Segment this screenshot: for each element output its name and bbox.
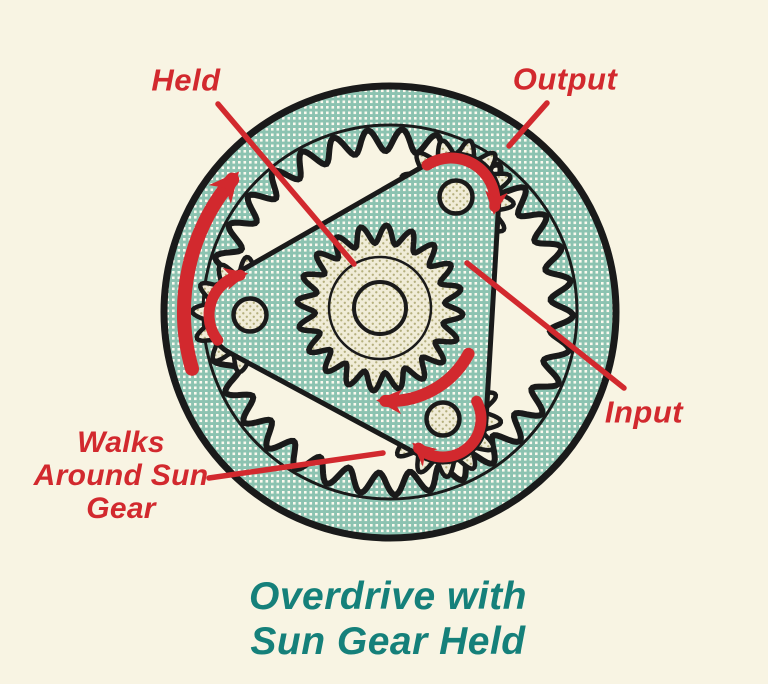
held-leader-line	[215, 101, 357, 267]
carrier-pin-hole	[231, 296, 269, 334]
caption-title-line2: Sun Gear Held	[250, 620, 526, 663]
label-walks-line1: Walks	[77, 426, 165, 459]
caption-title: Overdrive with Sun Gear Held	[249, 574, 527, 664]
walks-leader-line	[206, 450, 386, 481]
ring-rotation-arrow	[177, 171, 240, 376]
label-output: Output	[512, 61, 618, 97]
sun-gear-hub-hole	[352, 280, 408, 336]
top-planet-rotation-arrow	[421, 152, 508, 215]
bottom-planet-rotation-arrow	[412, 395, 487, 467]
caption-title-line1: Overdrive with	[249, 575, 527, 618]
carrier-pin-hole	[424, 400, 462, 438]
label-walks-line3: Gear	[86, 492, 156, 525]
label-held: Held	[151, 62, 221, 98]
left-planet-rotation-arrow	[203, 267, 249, 346]
input-leader-line	[464, 260, 627, 391]
sun-gear-inner-circle	[327, 255, 433, 361]
carrier-rotation-arrow	[376, 347, 475, 415]
label-walks-line2: Around Sun	[33, 459, 209, 492]
output-leader-line	[506, 100, 550, 149]
carrier-pin-hole	[437, 178, 475, 216]
label-walks-around-sun-gear: Walks Around Sun Gear	[34, 426, 209, 525]
sun-gear	[294, 222, 466, 394]
label-input: Input	[604, 394, 684, 430]
